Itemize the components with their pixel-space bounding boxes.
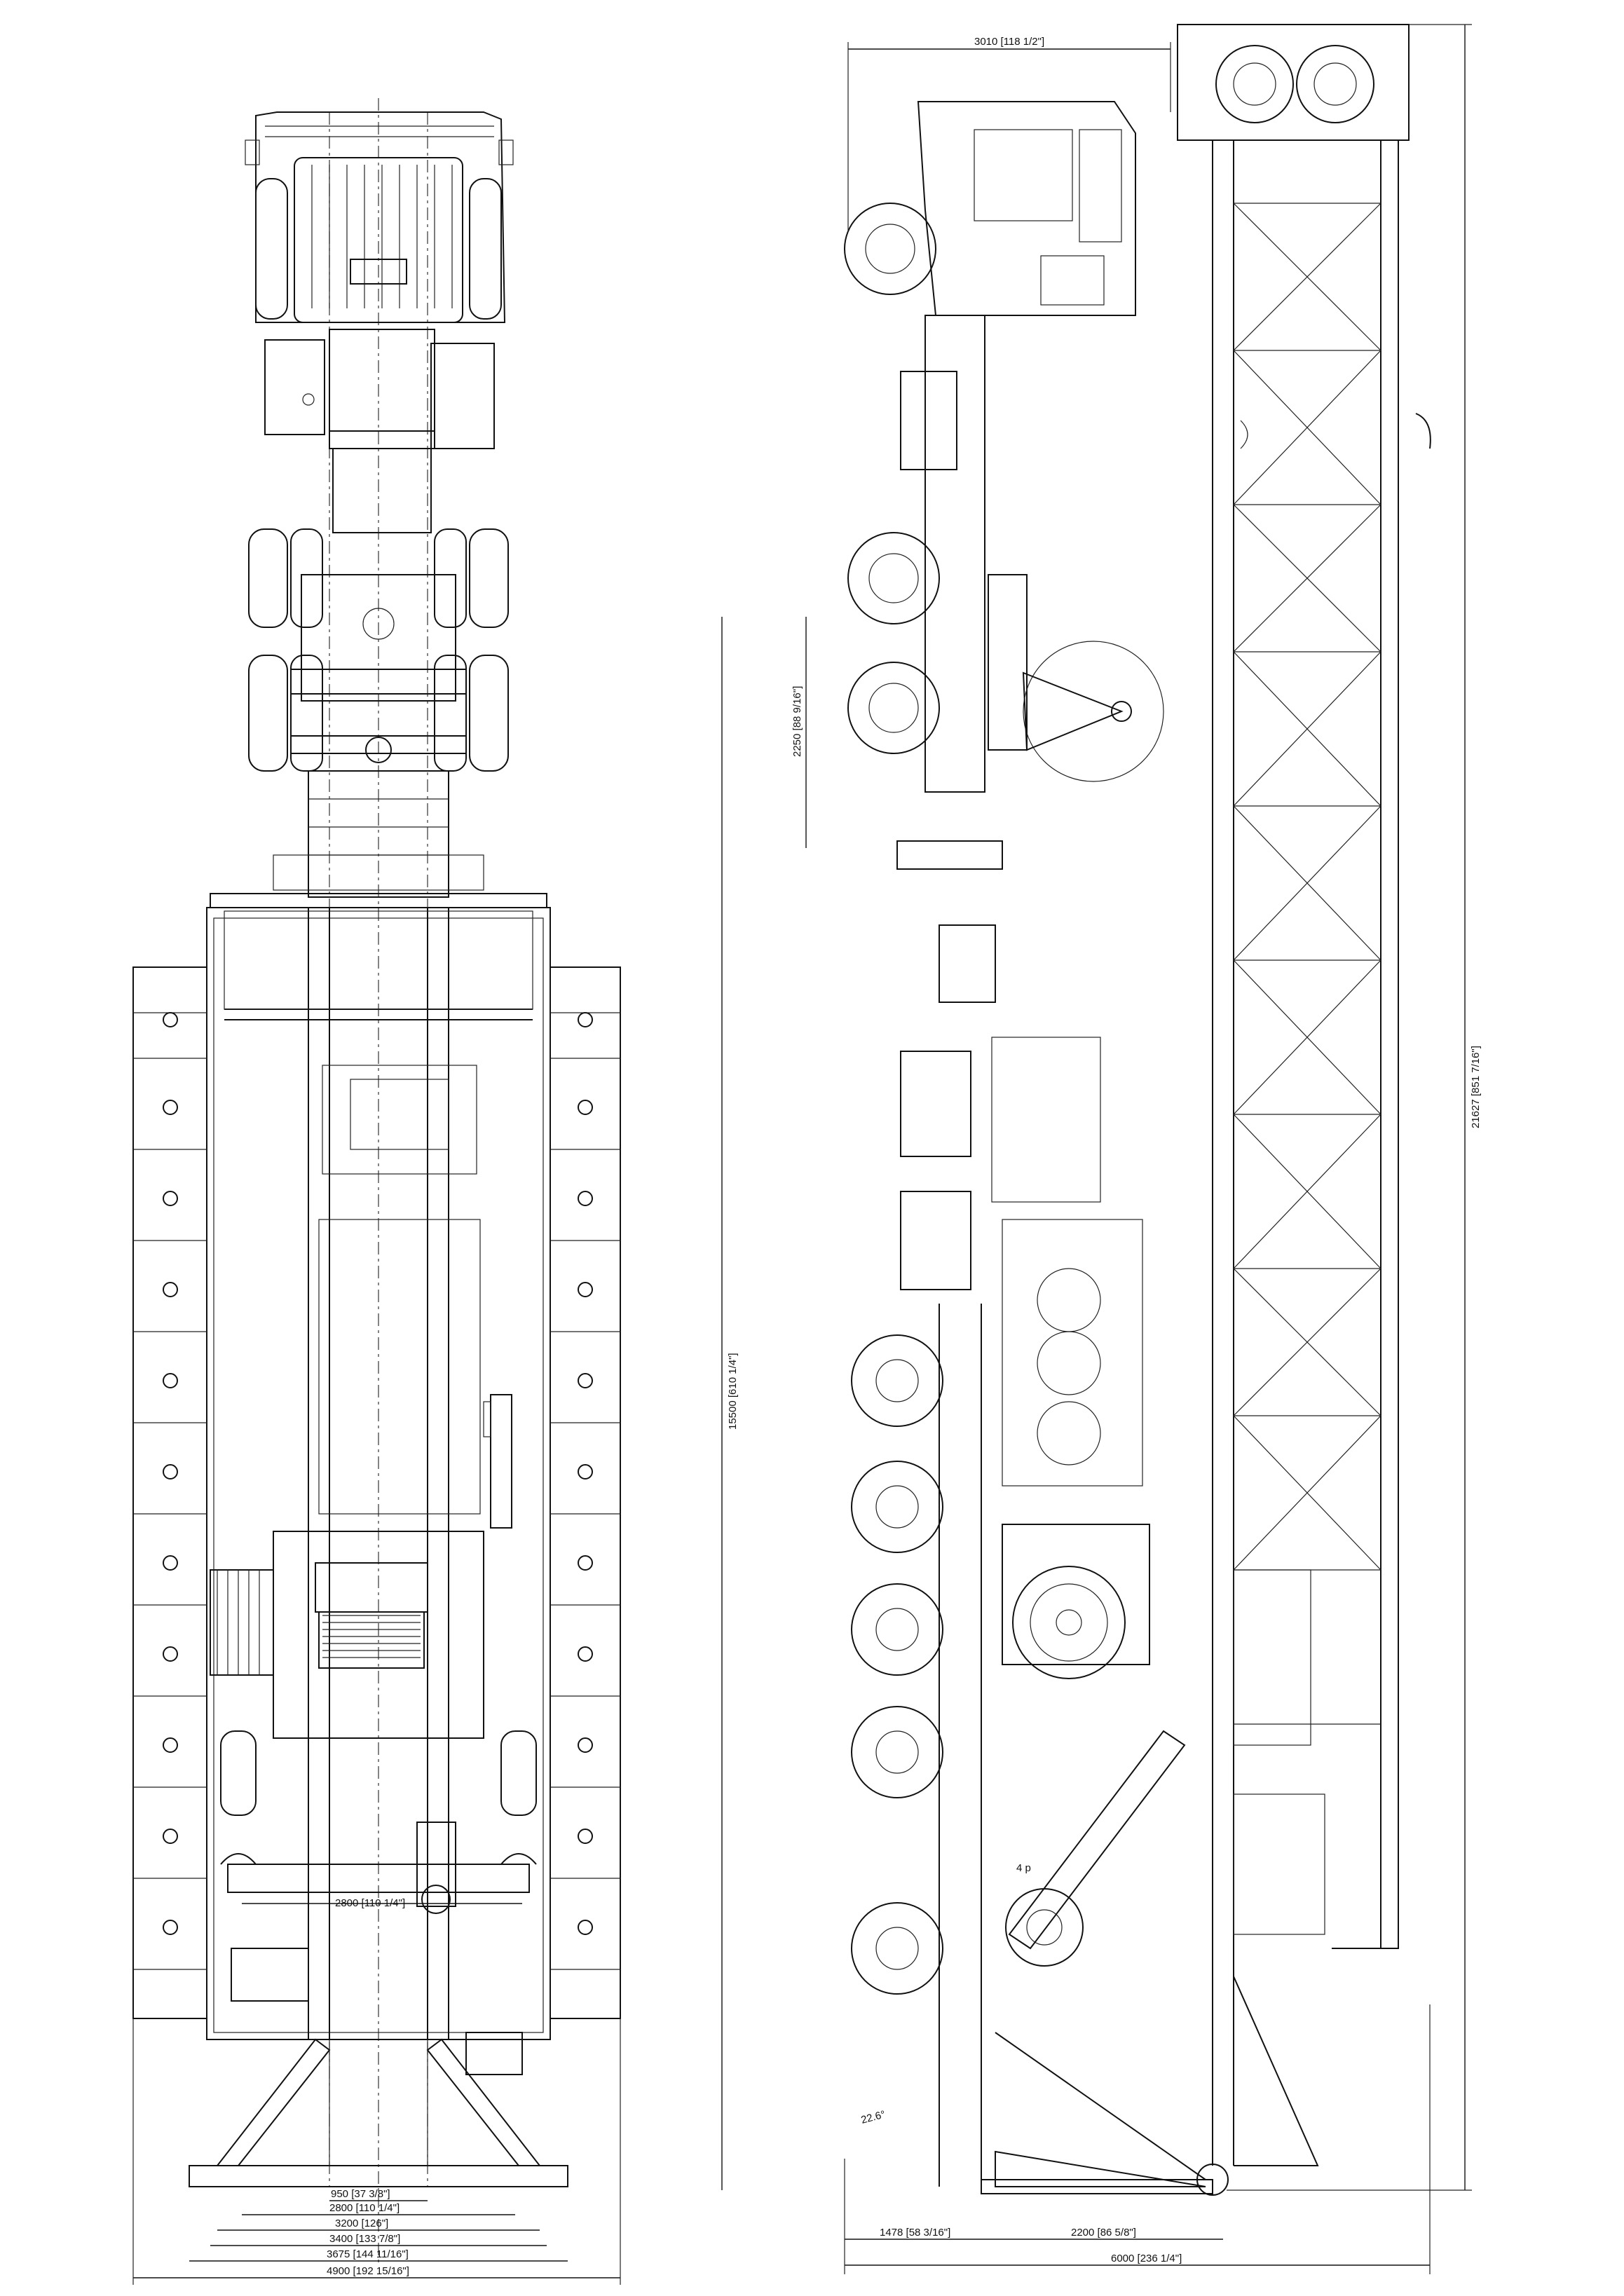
top-view-dimensions: 2800 [110 1/4"] 950 [37 3/8"] 2800 [110 …	[132, 1897, 621, 2285]
carrier-neck	[273, 770, 484, 898]
dim-2800: 2800 [110 1/4"]	[329, 2202, 400, 2214]
small-label: 4 p	[1016, 1862, 1031, 1874]
dim-3200: 3200 [126"]	[335, 2218, 388, 2229]
angle-label: 22.6°	[860, 2108, 887, 2126]
right-outrigger-pads	[550, 966, 621, 2019]
dim-2250: 2250 [88 9/16"]	[791, 686, 803, 757]
dim-2800-inner: 2800 [110 1/4"]	[335, 1897, 405, 1909]
dim-3400: 3400 [133 7/8"]	[329, 2233, 400, 2245]
side-view-dimensions: 3010 [118 1/2"] 2250 [88 9/16"] 15500 [6…	[721, 24, 1482, 2274]
left-outrigger-pads	[132, 966, 207, 2019]
truck-cab	[245, 111, 514, 323]
side-view: 3010 [118 1/2"] 2250 [88 9/16"] 15500 [6…	[721, 24, 1482, 2274]
rear-axle-wheels	[248, 528, 509, 772]
dim-4900: 4900 [192 15/16"]	[327, 2265, 409, 2277]
dim-3675: 3675 [144 11/16"]	[327, 2248, 409, 2260]
dim-21627: 21627 [851 7/16"]	[1470, 1046, 1482, 1128]
carrier-frame	[189, 893, 568, 2187]
derrick-mast	[1177, 24, 1431, 2166]
dim-2200: 2200 [86 5/8"]	[1071, 2227, 1136, 2239]
dim-950: 950 [37 3/8"]	[331, 2188, 390, 2200]
front-chassis	[264, 329, 495, 533]
top-view: 2800 [110 1/4"] 950 [37 3/8"] 2800 [110 …	[132, 98, 621, 2285]
dim-1478: 1478 [58 3/16"]	[880, 2227, 950, 2239]
side-cab	[844, 101, 1164, 793]
side-carrier-body	[851, 840, 1229, 2196]
dim-6000: 6000 [236 1/4"]	[1111, 2253, 1182, 2264]
dim-3010: 3010 [118 1/2"]	[974, 36, 1044, 48]
dim-15500: 15500 [610 1/4"]	[727, 1353, 739, 1430]
